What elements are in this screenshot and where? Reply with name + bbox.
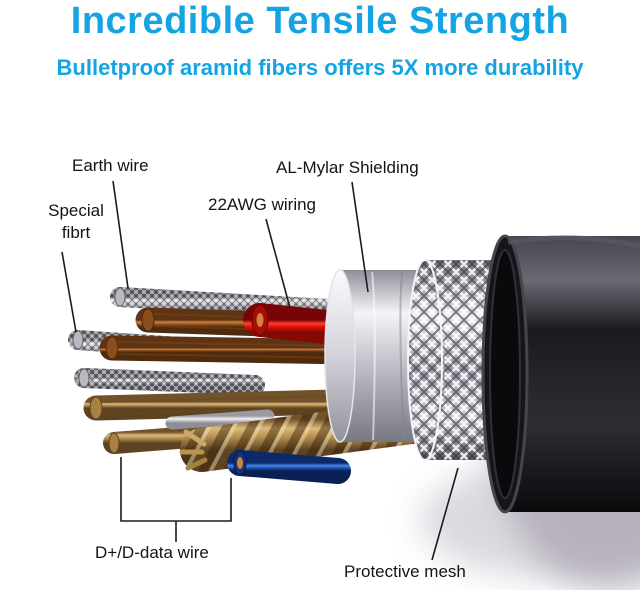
blue-wire xyxy=(227,450,351,484)
awg-wiring-pointer-line xyxy=(265,218,291,309)
al-mylar-shielding-label: AL-Mylar Shielding xyxy=(276,158,419,177)
al-mylar-pointer-line xyxy=(351,181,369,293)
awg-wiring-label: 22AWG wiring xyxy=(208,195,317,214)
data-wire-label: D+/D-data wire xyxy=(95,543,209,562)
special-fiber-label: Special fibrt xyxy=(38,200,114,244)
protective-mesh-pointer-line xyxy=(431,467,459,561)
special-fiber-label-line1: Special xyxy=(48,201,104,220)
inner-wires xyxy=(68,287,456,484)
earth-wire xyxy=(110,287,355,320)
page-subtitle: Bulletproof aramid fibers offers 5X more… xyxy=(56,55,584,80)
special-fiber-pointer-line xyxy=(61,251,77,333)
page-title: Incredible Tensile Strength xyxy=(70,0,570,42)
annotation-lines xyxy=(61,180,459,561)
earth-wire-pointer-line xyxy=(112,180,129,289)
earth-wire-label: Earth wire xyxy=(72,156,149,175)
copper-wire-lower xyxy=(99,335,365,365)
white-wire xyxy=(165,409,275,430)
copper-wire-left xyxy=(83,389,348,421)
cable-jacket xyxy=(481,234,640,514)
protective-mesh-label: Protective mesh xyxy=(344,562,466,581)
special-fiber-label-line2: fibrt xyxy=(61,223,91,242)
